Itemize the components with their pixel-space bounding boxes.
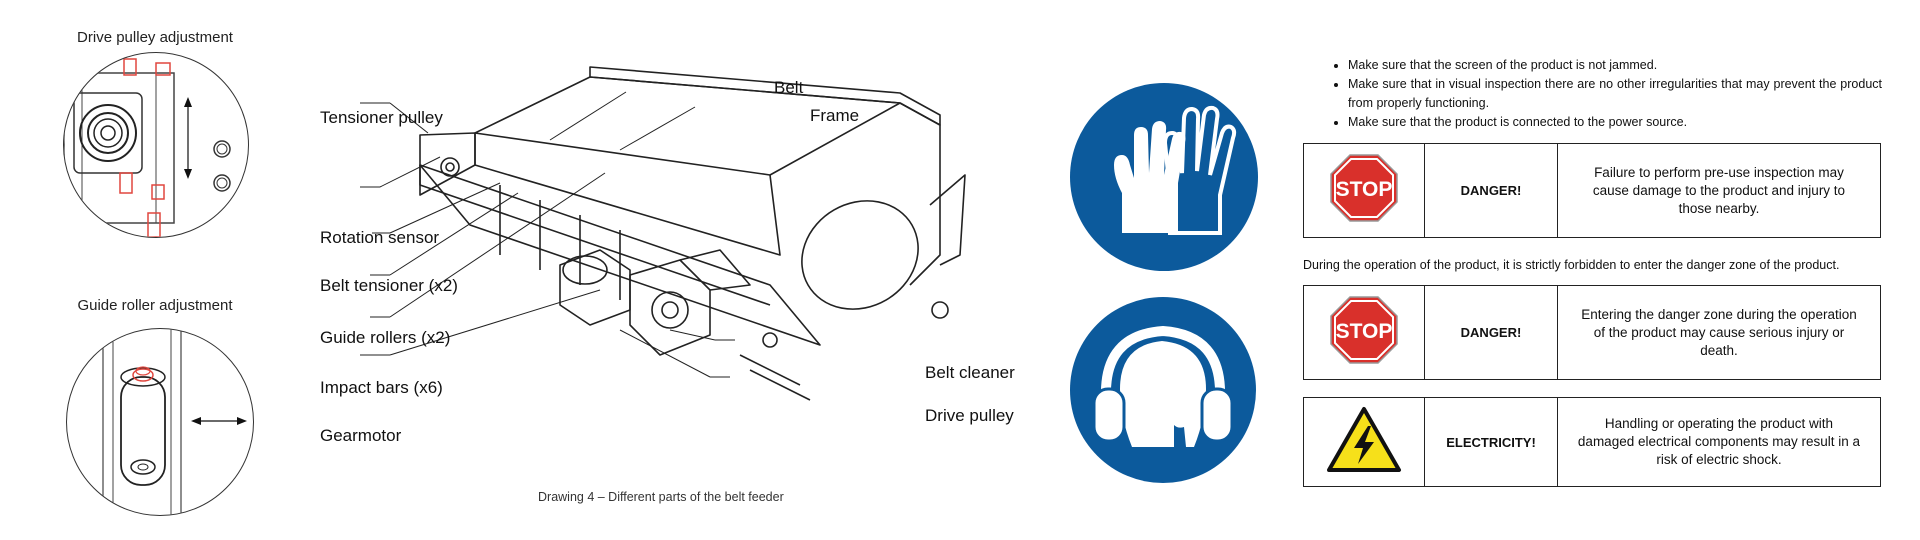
label-belt-cleaner: Belt cleaner bbox=[925, 363, 1015, 382]
protective-gloves-icon bbox=[1114, 105, 1237, 235]
warning-heading: DANGER! bbox=[1424, 285, 1558, 380]
label-rotation-sensor: Rotation sensor bbox=[320, 228, 440, 247]
label-belt-tensioner: Belt tensioner (x2) bbox=[320, 276, 458, 295]
stop-sign-icon: STOP bbox=[1330, 296, 1398, 364]
hearing-protection-icon bbox=[1092, 325, 1234, 447]
label-belt: Belt bbox=[774, 78, 804, 97]
warning-table-inspection: STOP DANGER! Failure to perform pre-use … bbox=[1303, 143, 1881, 238]
warning-heading: DANGER! bbox=[1424, 143, 1558, 238]
guide-roller-detail-view bbox=[66, 328, 254, 516]
warning-text: Handling or operating the product with d… bbox=[1557, 397, 1881, 487]
warning-heading: ELECTRICITY! bbox=[1424, 397, 1558, 487]
pre-use-checklist: Make sure that the screen of the product… bbox=[1302, 56, 1882, 132]
drive-pulley-adjustment-title: Drive pulley adjustment bbox=[77, 29, 233, 46]
electricity-hazard-icon bbox=[1327, 406, 1401, 472]
guide-roller-adjustment-title: Guide roller adjustment bbox=[77, 297, 233, 314]
checklist-item: Make sure that the screen of the product… bbox=[1348, 56, 1882, 75]
checklist-item: Make sure that in visual inspection ther… bbox=[1348, 75, 1882, 113]
drawing-caption: Drawing 4 – Different parts of the belt … bbox=[538, 490, 784, 504]
label-gearmotor: Gearmotor bbox=[320, 426, 402, 445]
label-tensioner-pulley: Tensioner pulley bbox=[320, 108, 443, 127]
warning-text: Failure to perform pre-use inspection ma… bbox=[1557, 143, 1881, 238]
operation-note: During the operation of the product, it … bbox=[1303, 258, 1840, 272]
belt-feeder-drawing bbox=[360, 66, 966, 401]
warning-table-danger-zone: STOP DANGER! Entering the danger zone du… bbox=[1303, 285, 1881, 380]
warning-table-electricity: ELECTRICITY! Handling or operating the p… bbox=[1303, 397, 1881, 487]
protective-gloves-sign bbox=[1070, 83, 1258, 271]
hearing-protection-sign bbox=[1070, 297, 1256, 483]
checklist-item: Make sure that the product is connected … bbox=[1348, 113, 1882, 132]
label-impact-bars: Impact bars (x6) bbox=[320, 378, 443, 397]
label-drive-pulley: Drive pulley bbox=[925, 406, 1014, 425]
stop-sign-icon: STOP bbox=[1330, 154, 1398, 222]
warning-text: Entering the danger zone during the oper… bbox=[1557, 285, 1881, 380]
label-guide-rollers: Guide rollers (x2) bbox=[320, 328, 451, 347]
drive-pulley-detail-view bbox=[63, 52, 249, 238]
label-frame: Frame bbox=[810, 106, 860, 125]
stop-sign-text: STOP bbox=[1336, 320, 1393, 343]
stop-sign-text: STOP bbox=[1336, 178, 1393, 201]
